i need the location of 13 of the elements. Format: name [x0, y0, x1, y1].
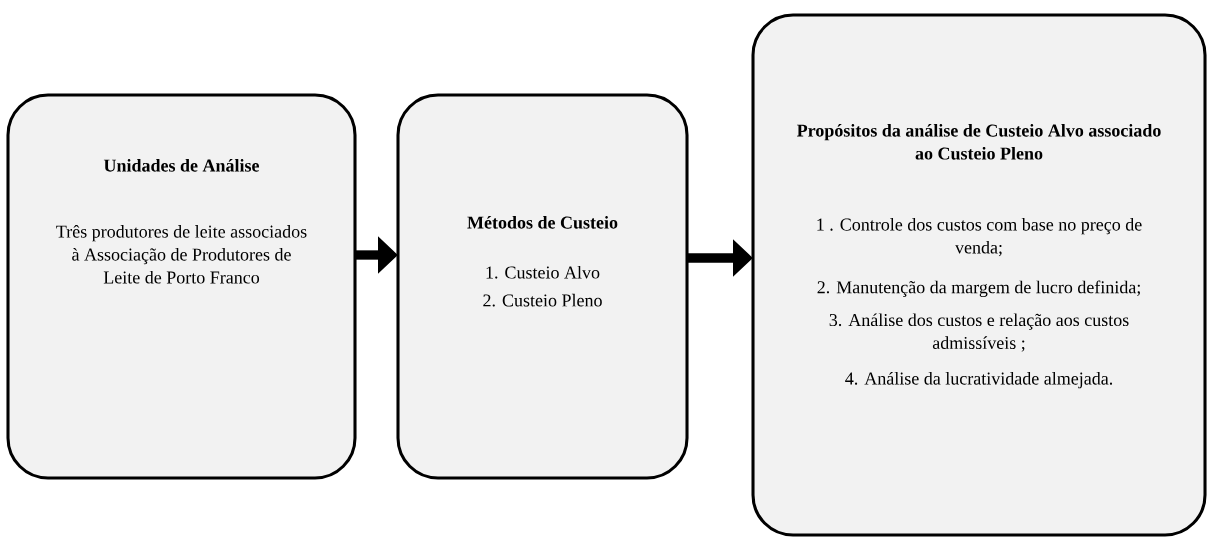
body-text: 3. Análise dos custos e relação aos custos admissíveis ; [829, 313, 1129, 352]
body-text: 4. Análise da lucratividade almejada. [845, 371, 1113, 389]
body-text: Três produtores de leite associados à Associação de Produtores de Leite de Porto Franco [56, 225, 307, 284]
rounded-box [396, 93, 689, 480]
body-text: 2. Custeio Pleno [483, 293, 602, 307]
heading: Métodos de Custeio [467, 216, 618, 229]
heading: Propósitos da análise de Custeio Alvo associado ao Custeio Pleno [796, 124, 1161, 160]
rounded-box [751, 13, 1207, 537]
heading: Unidades de Análise [103, 159, 260, 172]
body-text: 1 . Controle dos custos com base no preço de venda; [817, 218, 1142, 257]
body-text: 1. Custeio Alvo [486, 265, 600, 279]
rounded-box [6, 93, 357, 480]
body-text: 2. Manutenção da margem de lucro definida; [817, 280, 1140, 298]
